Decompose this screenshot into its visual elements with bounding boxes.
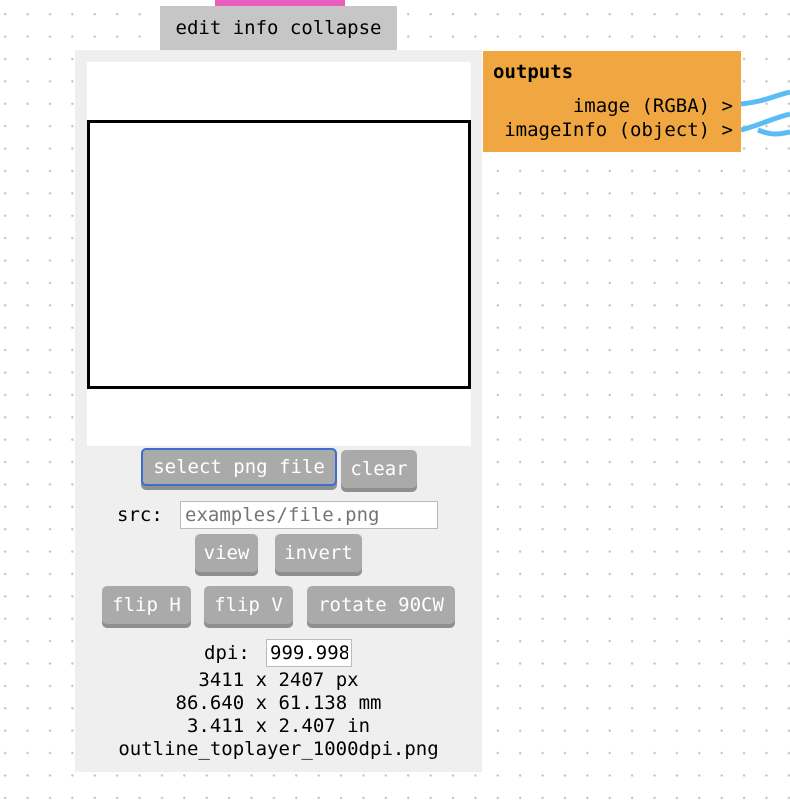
select-png-file-button[interactable]: select png file <box>141 448 337 486</box>
size-in: 3.411 x 2.407 in <box>186 715 371 737</box>
outputs-panel: outputs image (RGBA) > imageInfo (object… <box>483 51 741 152</box>
wire-imageinfo-2 <box>757 127 790 137</box>
view-button[interactable]: view <box>195 534 258 572</box>
flip-v-button[interactable]: flip V <box>204 586 293 624</box>
output-port-imageinfo[interactable]: imageInfo (object) > <box>504 119 733 141</box>
file-name: outline_toplayer_1000dpi.png <box>118 738 439 760</box>
src-label: src: <box>117 504 163 526</box>
dpi-label: dpi: <box>204 642 250 664</box>
output-port-image[interactable]: image (RGBA) > <box>572 95 733 117</box>
output-wires <box>740 89 790 137</box>
outputs-title: outputs <box>493 61 574 83</box>
image-outline <box>87 120 471 389</box>
wire-imageinfo-1 <box>740 111 790 133</box>
dpi-input[interactable] <box>266 639 352 667</box>
wire-image <box>740 89 790 107</box>
clear-button[interactable]: clear <box>341 450 417 488</box>
rotate-90cw-button[interactable]: rotate 90CW <box>307 586 455 624</box>
flip-h-button[interactable]: flip H <box>102 586 191 624</box>
size-mm: 86.640 x 61.138 mm <box>175 692 382 714</box>
node-menu[interactable]: edit info collapse <box>160 6 397 50</box>
size-px: 3411 x 2407 px <box>198 669 359 691</box>
src-input[interactable] <box>180 501 438 529</box>
node-title-bar[interactable] <box>215 0 345 6</box>
invert-button[interactable]: invert <box>275 534 362 572</box>
